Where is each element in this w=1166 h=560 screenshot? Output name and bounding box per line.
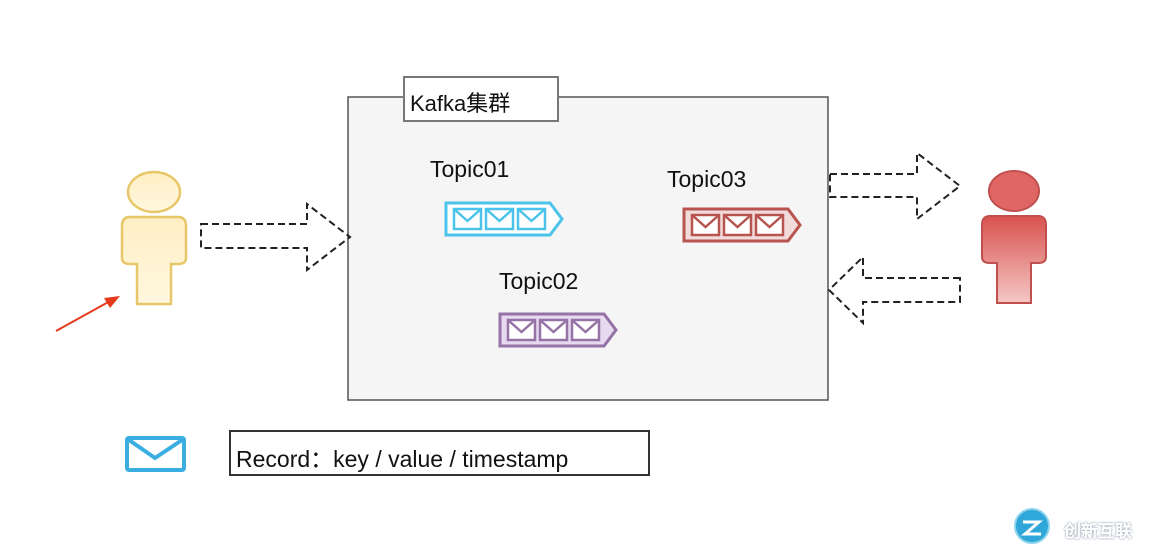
topic02-queue <box>498 312 618 348</box>
watermark-icon <box>1014 508 1050 544</box>
topic01-label: Topic01 <box>430 156 510 182</box>
topic01-queue <box>444 201 564 237</box>
topic03-label: Topic03 <box>667 166 747 192</box>
record-envelope-icon <box>125 436 186 472</box>
message-envelope-icon <box>452 207 483 231</box>
poll-arrow <box>827 254 961 326</box>
consumer-actor <box>981 170 1047 304</box>
watermark-logo: 创新互联 <box>1008 502 1158 552</box>
message-envelope-icon <box>722 213 753 237</box>
record-label: Record：key / value / timestamp <box>236 446 569 472</box>
record-label-box <box>229 430 650 476</box>
deliver-arrow <box>829 150 962 222</box>
watermark-text: 创新互联 <box>1064 522 1132 542</box>
message-envelope-icon <box>516 207 547 231</box>
annotation-arrow <box>55 296 120 332</box>
message-envelope-icon <box>570 318 601 342</box>
topic02-label: Topic02 <box>499 268 579 294</box>
cluster-label: Kafka集群 <box>410 91 511 116</box>
produce-arrow <box>200 201 352 273</box>
message-envelope-icon <box>754 213 785 237</box>
cluster-box <box>347 96 829 401</box>
message-envelope-icon <box>506 318 537 342</box>
producer-actor <box>120 170 188 306</box>
topic03-queue <box>682 207 802 243</box>
message-envelope-icon <box>690 213 721 237</box>
message-envelope-icon <box>484 207 515 231</box>
cluster-label-box <box>403 76 559 122</box>
message-envelope-icon <box>538 318 569 342</box>
